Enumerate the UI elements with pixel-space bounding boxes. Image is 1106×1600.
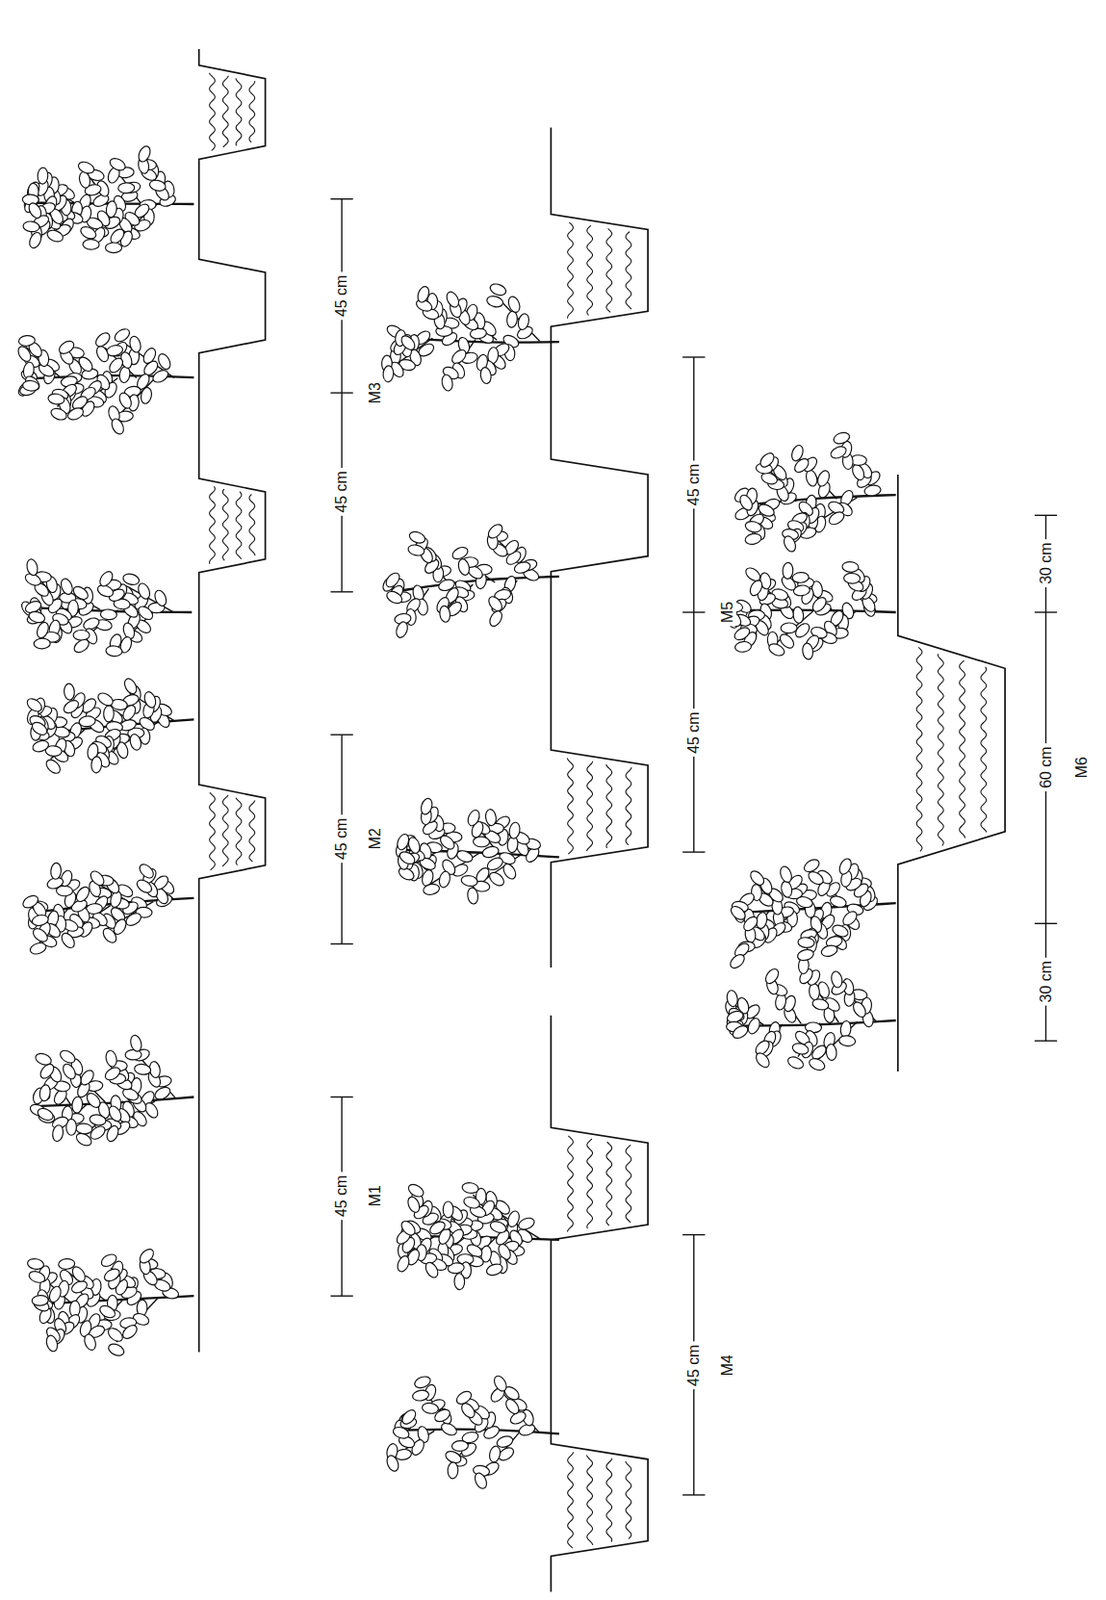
dimension-bar — [1034, 514, 1057, 1041]
ground-profile — [898, 474, 1005, 1072]
method-label: M3 — [366, 379, 384, 407]
water-wave — [208, 73, 215, 152]
water-wave — [566, 1135, 573, 1233]
dimension-label: 30 cm — [1037, 539, 1055, 588]
water-wave — [249, 493, 256, 556]
method-label: M1 — [366, 1182, 384, 1209]
method-label: M2 — [366, 824, 384, 852]
water-wave — [235, 797, 242, 866]
plant — [394, 797, 560, 905]
water-wave — [222, 488, 229, 561]
plant — [25, 676, 195, 776]
plant — [727, 856, 896, 971]
method-label: M6 — [1073, 753, 1090, 781]
water-wave — [586, 1455, 592, 1545]
ground-profile — [550, 128, 648, 968]
water-wave — [235, 77, 242, 146]
water-wave — [916, 646, 923, 851]
dimension-label: 45 cm — [685, 708, 702, 757]
water-wave — [959, 660, 966, 838]
plant — [385, 1373, 560, 1491]
water-wave — [980, 667, 987, 833]
water-wave — [625, 1461, 632, 1540]
plant — [21, 861, 195, 956]
water-wave — [222, 76, 229, 148]
water-wave — [566, 758, 573, 855]
water-wave — [209, 792, 216, 871]
dimension-label: 45 cm — [333, 814, 350, 863]
water-wave — [606, 228, 613, 312]
plant — [19, 558, 192, 658]
water-wave — [567, 222, 574, 319]
water-wave — [249, 80, 256, 143]
water-wave — [222, 795, 229, 867]
dimension-label: 30 cm — [1037, 957, 1055, 1006]
plant — [381, 282, 559, 392]
dimension-bar — [682, 1234, 705, 1495]
dimension-label: 60 cm — [1037, 743, 1055, 792]
dimension-bar — [330, 734, 353, 944]
dimension-label: 45 cm — [685, 1340, 702, 1389]
plant — [394, 1182, 560, 1290]
water-wave — [209, 486, 216, 565]
plant — [28, 1033, 195, 1148]
water-wave — [249, 799, 256, 862]
ground-profile — [199, 49, 266, 1353]
method-label: M4 — [719, 1351, 736, 1379]
plant — [26, 1246, 195, 1359]
plant — [22, 144, 195, 254]
dimension-label: 45 cm — [333, 272, 350, 321]
plant — [15, 326, 194, 437]
water-wave — [625, 767, 632, 846]
water-wave — [625, 1144, 632, 1223]
water-wave — [937, 653, 944, 846]
plant — [732, 430, 897, 553]
water-wave — [235, 491, 242, 560]
dimension-label: 45 cm — [333, 467, 350, 516]
water-wave — [606, 1458, 613, 1543]
plant — [724, 561, 896, 661]
plant — [723, 956, 897, 1073]
dimension-label: 45 cm — [333, 1171, 350, 1220]
dimension-bar — [682, 357, 705, 852]
dimension-bar — [330, 199, 353, 592]
dimension-label: 45 cm — [685, 461, 702, 510]
ground-profile — [550, 1015, 648, 1593]
dimension-bar — [330, 1096, 353, 1296]
water-wave — [586, 761, 592, 851]
water-wave — [625, 231, 632, 310]
water-wave — [606, 1141, 613, 1226]
water-wave — [567, 1451, 574, 1548]
method-label: M5 — [719, 598, 736, 626]
water-wave — [606, 764, 613, 849]
water-wave — [587, 1138, 593, 1229]
plant — [380, 521, 560, 640]
water-wave — [587, 225, 593, 315]
